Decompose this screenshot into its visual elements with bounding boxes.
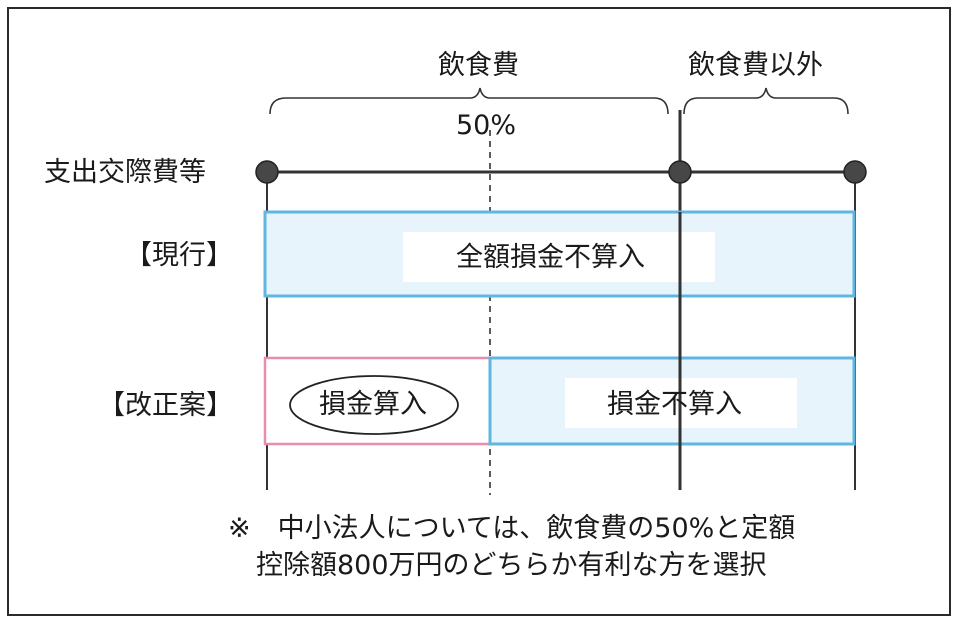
note-line-2: 控除額800万円のどちらか有利な方を選択 <box>256 550 767 581</box>
food-expense-brace <box>269 87 669 115</box>
axis-dot-middle <box>668 160 692 184</box>
proposed-right-text: 損金不算入 <box>607 389 742 420</box>
expenditure-row-label: 支出交際費等 <box>44 157 206 188</box>
current-bar-text: 全額損金不算入 <box>456 242 645 273</box>
proposed-row-label: 【改正案】 <box>98 390 233 421</box>
current-row-label: 【現行】 <box>125 240 233 271</box>
proposed-left-text: 損金算入 <box>319 389 427 420</box>
axis-dot-right <box>843 160 867 184</box>
proposed-left-oval <box>289 375 459 435</box>
non-food-expense-brace <box>683 87 849 115</box>
diagram-frame <box>7 7 951 616</box>
fifty-percent-label: 50% <box>456 110 517 141</box>
note-line-1: ※ 中小法人については、飲食費の50%と定額 <box>228 513 796 544</box>
non-food-expense-label: 飲食費以外 <box>688 50 823 81</box>
current-bar-label-box <box>403 232 715 282</box>
food-expense-label: 飲食費 <box>438 50 519 81</box>
axis-dot-left <box>255 160 279 184</box>
